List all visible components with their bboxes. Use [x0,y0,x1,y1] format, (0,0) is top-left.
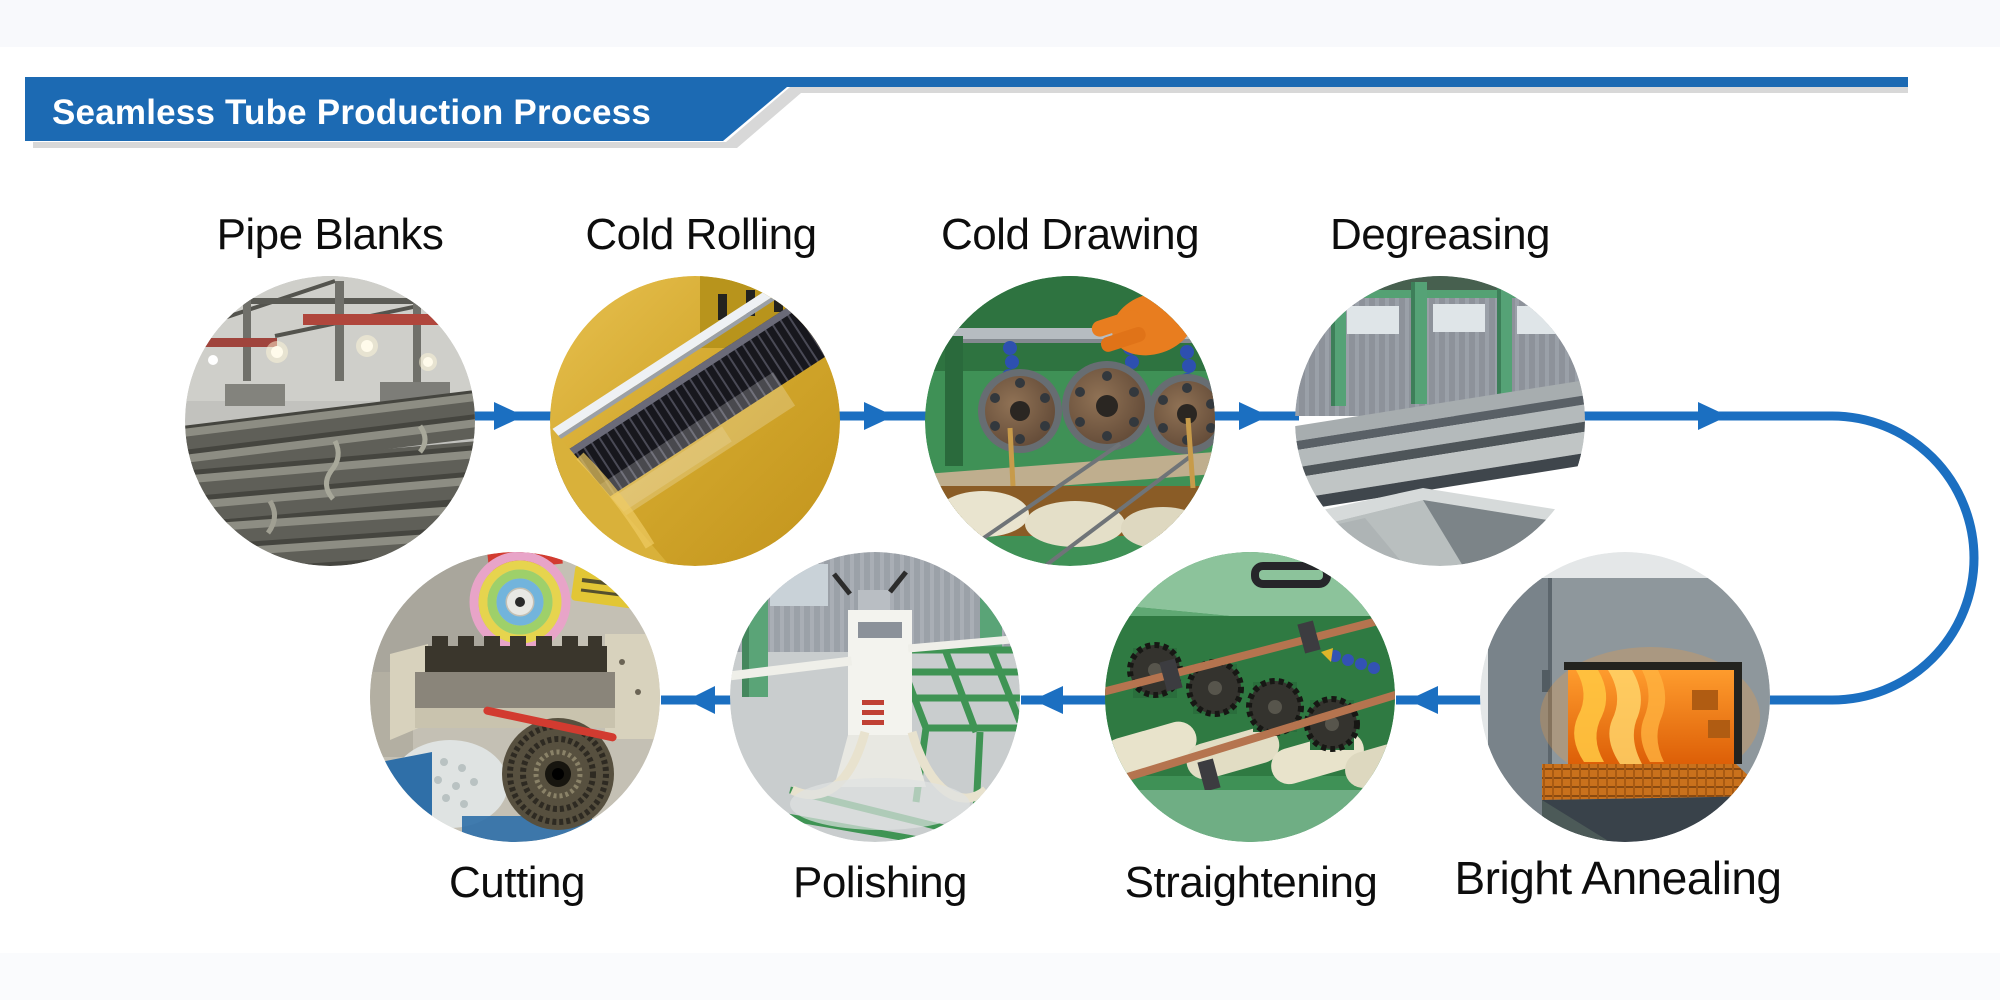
step-label-polishing: Polishing [792,858,968,907]
arrow-head-left-7 [687,686,715,714]
header-banner-graphic [25,77,1908,148]
step-photo-pipe-blanks [185,276,475,566]
bottom-margin-strip [0,953,2000,1000]
step-photo-degreasing [1295,276,1585,566]
step-label-cold-drawing: Cold Drawing [940,210,1200,259]
step-photo-straightening [1105,552,1395,842]
arrow-head-right-4 [1698,402,1728,430]
step-label-straightening: Straightening [1124,858,1378,907]
top-margin-strip [0,0,2000,47]
step-label-cold-rolling: Cold Rolling [585,210,817,259]
arrow-head-right-3 [1239,402,1269,430]
page-title: Seamless Tube Production Process [52,93,652,132]
step-photo-cold-drawing [925,276,1215,566]
step-photo-cutting [370,552,660,842]
banner-shape [25,77,1908,141]
step-label-bright-annealing: Bright Annealing [1454,852,1782,904]
u-turn-connector [1578,411,1979,705]
arrow-head-left-6 [1033,686,1063,714]
step-photo-polishing [730,552,1020,842]
step-photo-cold-rolling [550,276,840,566]
step-label-pipe-blanks: Pipe Blanks [216,210,444,259]
arrow-head-right-1 [494,402,524,430]
arrow-head-right-2 [864,402,894,430]
arrow-head-left-5 [1408,686,1438,714]
step-photo-bright-annealing [1480,552,1770,842]
step-label-cutting: Cutting [449,858,585,907]
step-label-degreasing: Degreasing [1329,210,1551,259]
